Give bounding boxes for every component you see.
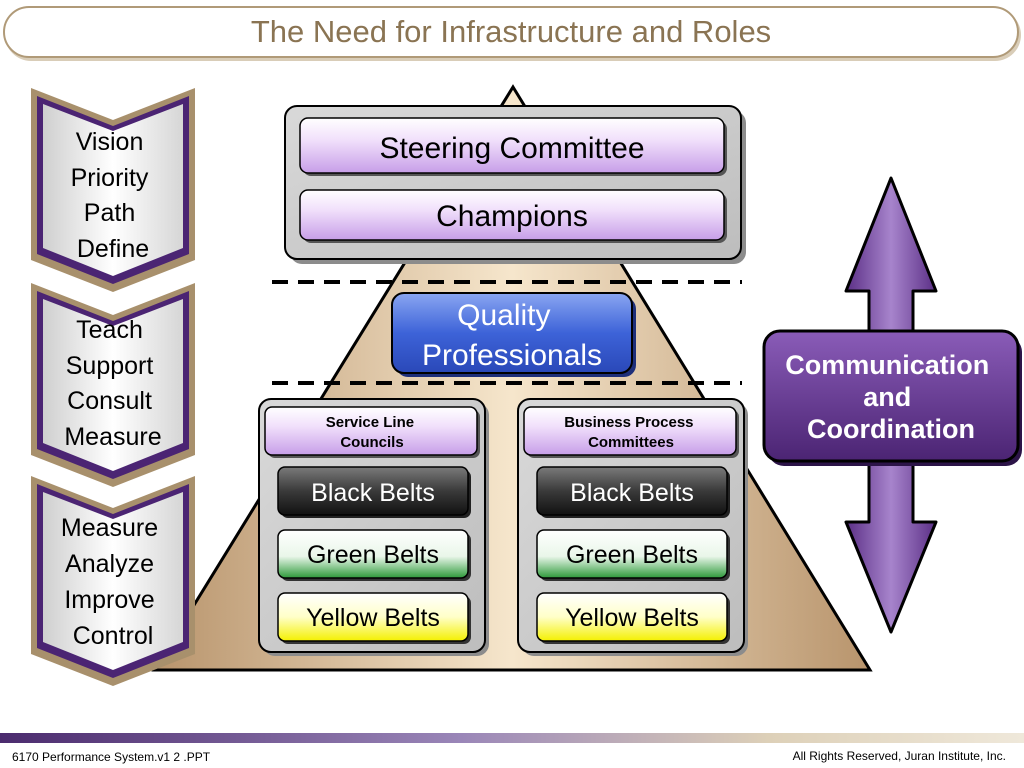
chevron-1: Vision Priority Path Define [31, 88, 195, 292]
business-process-panel: Business Process Committees Black Belts … [517, 398, 748, 656]
chevron-2: Teach Support Consult Measure [31, 283, 195, 487]
leadership-panel: Steering Committee Champions [284, 105, 746, 264]
left-chevron-column: Vision Priority Path Define Teach Suppor… [31, 88, 195, 686]
svg-text:Communication and: Communication and Coordination [785, 350, 997, 444]
chevron-2-line-3: Consult [67, 387, 152, 415]
service-line-header-1: Service Line [326, 414, 414, 431]
svg-text:Service Line Councils: Service Line Councils [326, 414, 419, 451]
chevron-3-line-2: Analyze [65, 550, 154, 578]
svg-text:Vision Priority: Vision Priority Path Define [71, 128, 156, 263]
footer-copyright: All Rights Reserved, Juran Institute, In… [792, 749, 1006, 763]
chevron-1-line-4: Define [77, 235, 149, 263]
chevron-3-line-1: Measure [61, 514, 158, 542]
right-green-belts-label: Green Belts [566, 541, 698, 569]
svg-text:Measure Analyze: Measure Analyze Improve Control [61, 514, 165, 650]
right-black-belts-label: Black Belts [570, 479, 694, 507]
page-title: The Need for Infrastructure and Roles [250, 14, 772, 49]
title-bar: The Need for Infrastructure and Roles [3, 6, 1019, 58]
quality-line-1: Quality [457, 299, 550, 332]
chevron-1-line-1: Vision [76, 128, 144, 156]
communication-line-1: Communication [785, 350, 989, 380]
chevron-3-line-4: Control [73, 622, 154, 650]
quality-line-2: Professionals [422, 339, 602, 372]
business-process-header-1: Business Process [564, 414, 693, 431]
chevron-3-line-3: Improve [64, 586, 154, 614]
chevron-1-line-2: Priority [71, 164, 149, 192]
chevron-1-line-3: Path [84, 199, 135, 227]
left-black-belts-label: Black Belts [311, 479, 435, 507]
chevron-2-line-4: Measure [64, 423, 161, 451]
communication-box: Communication and Coordination [762, 329, 1022, 466]
chevron-2-line-2: Support [66, 352, 154, 380]
business-process-header-2: Committees [588, 434, 674, 451]
left-green-belts-label: Green Belts [307, 541, 439, 569]
footer-file-name: 6170 Performance System.v1 2 .PPT [12, 750, 211, 764]
right-yellow-belts-label: Yellow Belts [565, 604, 699, 632]
service-line-header-2: Councils [340, 434, 403, 451]
communication-line-2: and [863, 382, 911, 412]
chevron-3: Measure Analyze Improve Control [31, 476, 195, 686]
communication-line-3: Coordination [807, 414, 975, 444]
steering-committee-label: Steering Committee [379, 132, 644, 165]
champions-label: Champions [436, 200, 588, 233]
footer-bar [0, 733, 1024, 743]
quality-professionals-box: Quality Professionals [391, 292, 636, 377]
service-line-panel: Service Line Councils Black Belts Green … [258, 398, 489, 656]
chevron-2-line-1: Teach [76, 316, 143, 344]
left-yellow-belts-label: Yellow Belts [306, 604, 440, 632]
svg-text:Business Process Committ: Business Process Committees [564, 414, 697, 451]
svg-text:Quality Professionals: Quality Professionals [422, 299, 602, 372]
svg-text:Teach Support: Teach Support Consult Measure [64, 316, 161, 451]
